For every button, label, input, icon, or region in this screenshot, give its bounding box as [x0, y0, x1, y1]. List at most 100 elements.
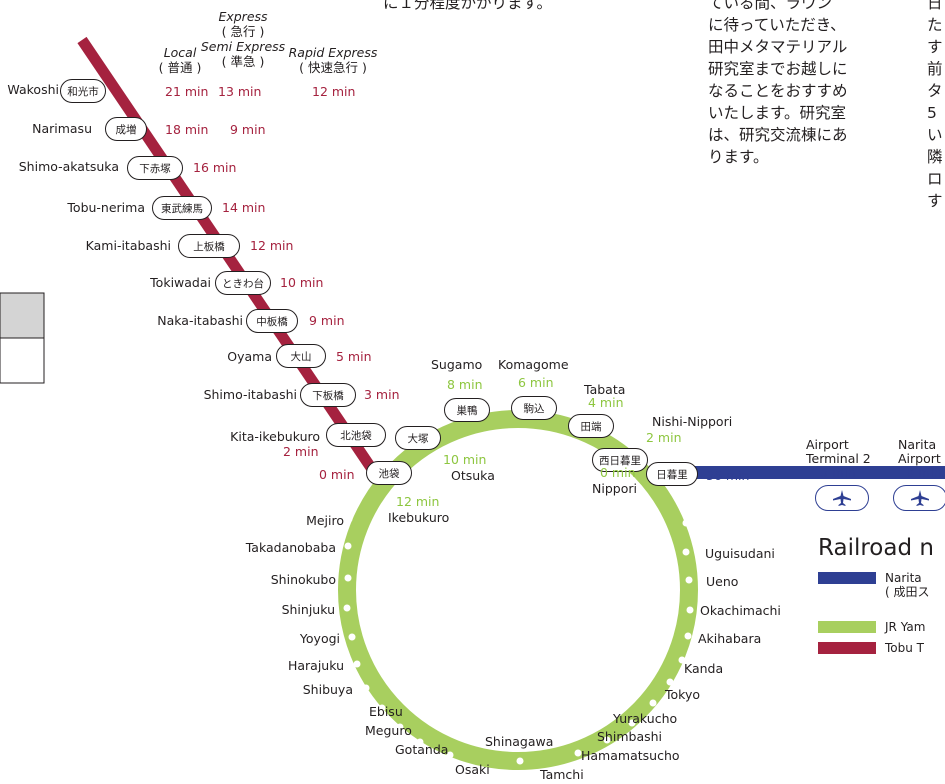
time-local-shimo-itabashi: 3 min [364, 387, 400, 402]
time-sugamo: 8 min [447, 377, 483, 392]
right-note-char: 5 [927, 104, 937, 122]
center-note-line: に待っていただき、 [708, 16, 846, 34]
plane-icon [833, 490, 851, 506]
header-rapid-express: Rapid Express ( 快速急行 ) [287, 45, 379, 75]
station-name-shimo-itabashi: Shimo-itabashi [203, 387, 297, 402]
header-semi-express-en: Semi Express [200, 39, 286, 54]
time-local-kita-ikebukuro: 2 min [283, 444, 319, 459]
time-local-shimo-akatsuka: 16 min [193, 160, 237, 175]
tobu-tojo-line [77, 36, 383, 482]
station-sign-narimasu: 成増 [105, 117, 147, 141]
station-name-shinjuku: Shinjuku [281, 602, 335, 617]
side-box-top [0, 292, 45, 339]
station-name-tokiwadai: Tokiwadai [150, 275, 211, 290]
time-local-naka-itabashi: 9 min [309, 313, 345, 328]
station-name-komagome: Komagome [498, 357, 569, 372]
airport-terminal-2-name: Terminal 2 [806, 451, 871, 466]
airport-terminal-2-plane-icon [815, 485, 869, 511]
station-name-hamamatsucho: Hamamatsucho [581, 748, 680, 763]
legend-swatch-narita [818, 572, 876, 584]
airport-terminal-2-label: Airport Terminal 2 3 min [806, 438, 886, 480]
yamanote-station-dots [343, 515, 694, 765]
station-sign-tobu-nerima: 東武練馬 [152, 196, 212, 220]
legend-title: Railroad n [818, 535, 934, 561]
legend-label-jr-yamanote: JR Yam [885, 620, 926, 634]
legend-swatch-jr-yamanote [818, 621, 876, 633]
header-semi-express-jp: ( 準急 ) [221, 54, 265, 69]
narita-airport-label: Narita Airport 0 min [898, 438, 945, 480]
station-name-shinagawa: Shinagawa [485, 734, 554, 749]
station-sign-oyama: 大山 [276, 344, 326, 368]
station-sign-shimo-akatsuka: 下赤塚 [127, 156, 183, 180]
station-name-shibuya: Shibuya [302, 682, 353, 697]
center-note-line: ている間、ラウン [708, 0, 833, 12]
time-semi-narimasu: 9 min [230, 122, 266, 137]
legend-swatch-tobu [818, 642, 876, 654]
station-sign-wakoshi: 和光市 [60, 79, 106, 103]
time-semi-wakoshi: 13 min [218, 84, 262, 99]
station-name-yurakucho: Yurakucho [613, 711, 678, 726]
header-express-en: Express [218, 9, 268, 24]
station-name-tabata: Tabata [584, 382, 626, 397]
station-name-tamchi: Tamchi [540, 767, 584, 782]
station-name-shimbashi: Shimbashi [597, 729, 663, 744]
station-name-oyama: Oyama [227, 349, 272, 364]
narita-airport-name: Narita [898, 437, 937, 452]
time-local-tobu-nerima: 14 min [222, 200, 266, 215]
header-rapid-express-jp: ( 快速急行 ) [299, 60, 367, 75]
center-note-line: 田中メタマテリアル [708, 38, 848, 56]
time-otsuka: 10 min [443, 452, 487, 467]
station-name-nippori: Nippori [592, 481, 637, 496]
station-sign-kita-ikebukuro: 北池袋 [326, 423, 386, 447]
top-note-fragment: に１分程度かかります。 [383, 0, 552, 12]
right-note-char: す [927, 192, 943, 210]
side-box-bottom [0, 337, 45, 384]
right-note-char: 日 [927, 0, 943, 12]
station-name-ueno: Ueno [706, 574, 739, 589]
station-name-sugamo: Sugamo [431, 357, 483, 372]
station-sign-sugamo: 巣鴨 [444, 398, 490, 422]
right-note-char: 隣 [927, 148, 943, 166]
center-note-line: は、研究交流棟にあ [708, 126, 848, 144]
legend-narita-sub: ( 成田ス [885, 585, 930, 599]
header-rapid-express-en: Rapid Express [288, 45, 378, 60]
station-sign-tokiwadai: ときわ台 [215, 271, 271, 295]
time-local-tokiwadai: 10 min [280, 275, 324, 290]
time-local-oyama: 5 min [336, 349, 372, 364]
narita-line [695, 466, 945, 479]
time-tobu-ikebukuro: 0 min [319, 467, 355, 482]
station-name-yoyogi: Yoyogi [299, 631, 340, 646]
right-note-char: タ [927, 82, 943, 100]
station-name-tobu-nerima: Tobu-nerima [67, 200, 145, 215]
time-komagome: 6 min [518, 375, 554, 390]
center-note: ている間、ラウン に待っていただき、 田中メタマテリアル 研究室までお越しに な… [708, 0, 904, 168]
station-name-tokyo: Tokyo [665, 687, 700, 702]
time-local-kami-itabashi: 12 min [250, 238, 294, 253]
station-name-naka-itabashi: Naka-itabashi [157, 313, 243, 328]
station-name-osaki: Osaki [455, 762, 490, 777]
station-name-otsuka: Otsuka [451, 468, 495, 483]
station-name-mejiro: Mejiro [306, 513, 344, 528]
airport-terminal-2-name: Airport [806, 437, 849, 452]
header-local-en: Local [163, 45, 197, 60]
plane-icon [911, 490, 929, 506]
station-name-uguisudani: Uguisudani [705, 546, 775, 561]
station-name-akihabara: Akihabara [698, 631, 762, 646]
time-jr-ikebukuro: 12 min [396, 494, 440, 509]
station-name-gotanda: Gotanda [395, 742, 449, 757]
station-name-shimo-akatsuka: Shimo-akatsuka [18, 159, 119, 174]
station-sign-komagome: 駒込 [511, 396, 557, 420]
station-name-shinokubo: Shinokubo [270, 572, 336, 587]
station-name-narimasu: Narimasu [32, 121, 92, 136]
station-name-nishi-nippori: Nishi-Nippori [652, 414, 733, 429]
center-note-line: ります。 [708, 148, 769, 166]
right-note-fragment: 日 た す 前 タ 5 い 隣 ロ す [927, 0, 945, 212]
header-express-jp: ( 急行 ) [221, 24, 265, 39]
station-name-ebisu: Ebisu [369, 704, 403, 719]
narita-airport-name: Airport [898, 451, 941, 466]
station-sign-nishi-nippori: 西日暮里 [592, 448, 648, 472]
station-name-kami-itabashi: Kami-itabashi [85, 238, 171, 253]
center-note-line: 研究室までお越しに [708, 60, 848, 78]
narita-airport-plane-icon [893, 485, 945, 511]
right-note-char: 前 [927, 60, 943, 78]
